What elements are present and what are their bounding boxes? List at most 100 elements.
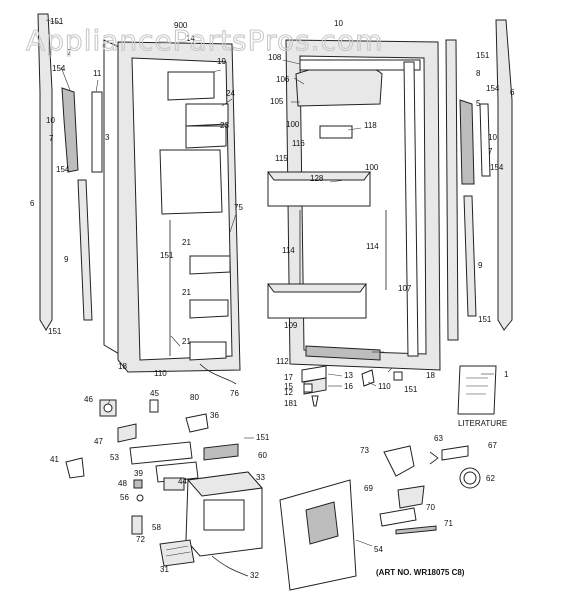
callout-6: 6 bbox=[510, 88, 515, 97]
callout-62: 62 bbox=[486, 474, 495, 483]
callout-8: 8 bbox=[476, 69, 481, 78]
callout-21: 21 bbox=[182, 238, 191, 247]
part-67-bracket bbox=[441, 445, 469, 461]
left-handle bbox=[61, 87, 79, 173]
callout-53: 53 bbox=[110, 453, 119, 462]
callout-151: 151 bbox=[256, 433, 270, 442]
callout-39: 39 bbox=[134, 469, 143, 478]
callout-10: 10 bbox=[334, 19, 343, 28]
callout-10: 10 bbox=[46, 116, 55, 125]
right-handle-2 bbox=[479, 103, 491, 177]
callout-112: 112 bbox=[276, 357, 289, 366]
callout-21: 21 bbox=[182, 337, 191, 346]
callout-48: 48 bbox=[118, 479, 127, 488]
callout-12: 12 bbox=[284, 388, 293, 397]
callout-47: 47 bbox=[94, 437, 103, 446]
callout-100: 100 bbox=[286, 120, 300, 129]
part-56-screw bbox=[136, 494, 144, 502]
callout-9: 9 bbox=[478, 261, 483, 270]
part-36-bracket bbox=[185, 413, 209, 433]
door-bin-upper-rim bbox=[267, 171, 371, 181]
freezer-rack-frame bbox=[159, 149, 223, 215]
callout-36: 36 bbox=[210, 411, 219, 420]
callout-154: 154 bbox=[52, 64, 66, 73]
right-trim-strip-inner bbox=[445, 39, 459, 341]
callout-33: 33 bbox=[256, 473, 265, 482]
callout-44: 44 bbox=[178, 477, 187, 486]
small-parts-group bbox=[65, 365, 403, 577]
art-number-caption: (ART NO. WR18075 C8) bbox=[376, 568, 465, 577]
callout-118: 118 bbox=[364, 121, 377, 130]
dairy-door bbox=[295, 64, 383, 107]
part-69-chute-door bbox=[397, 485, 425, 509]
part-151-clip bbox=[393, 371, 403, 381]
callout-116: 116 bbox=[292, 139, 305, 148]
right-outer-trim-strip bbox=[495, 19, 513, 331]
callout-151: 151 bbox=[50, 17, 64, 26]
fresh-bottom-trim bbox=[305, 345, 381, 361]
part-71-rod bbox=[395, 525, 437, 535]
callout-151: 151 bbox=[478, 315, 492, 324]
callout-32: 32 bbox=[250, 571, 259, 580]
freezer-shelf-top bbox=[167, 71, 215, 101]
callout-11: 11 bbox=[93, 69, 102, 78]
door-bin-lower-rim bbox=[267, 283, 367, 293]
freezer-bin-3 bbox=[189, 341, 227, 361]
callout-24: 24 bbox=[226, 89, 235, 98]
callout-900: 900 bbox=[174, 21, 188, 30]
callout-108: 108 bbox=[268, 53, 282, 62]
left-door-trim-group bbox=[37, 13, 103, 331]
left-handle-cap bbox=[91, 91, 103, 173]
callout-107: 107 bbox=[398, 284, 412, 293]
left-thin-strip bbox=[77, 179, 93, 321]
callout-67: 67 bbox=[488, 441, 497, 450]
leader-lines bbox=[45, 19, 494, 547]
literature-booklet bbox=[457, 365, 497, 415]
freezer-dispenser-tube bbox=[199, 363, 237, 385]
callout-13: 13 bbox=[344, 371, 353, 380]
part-39-panel bbox=[155, 461, 199, 483]
callout-10: 10 bbox=[488, 133, 497, 142]
callout-60: 60 bbox=[258, 451, 267, 460]
fresh-food-door-group bbox=[267, 39, 441, 371]
part-41-bracket bbox=[65, 457, 85, 479]
part-181-screw bbox=[311, 395, 319, 407]
right-handle bbox=[459, 99, 475, 185]
callout-73: 73 bbox=[360, 446, 369, 455]
part-63-spring bbox=[429, 451, 439, 465]
part-60-bar bbox=[203, 443, 239, 461]
callout-7: 7 bbox=[488, 147, 493, 156]
part-12-bracket bbox=[303, 383, 313, 393]
callout-151: 151 bbox=[160, 251, 174, 260]
callout-31: 31 bbox=[160, 565, 169, 574]
callout-110: 110 bbox=[378, 382, 391, 391]
callout-75: 75 bbox=[234, 203, 243, 212]
callout-151: 151 bbox=[48, 327, 62, 336]
part-110-roller bbox=[361, 369, 375, 387]
callout-45: 45 bbox=[150, 389, 159, 398]
part-53-plate bbox=[129, 441, 193, 465]
callout-109: 109 bbox=[284, 321, 298, 330]
literature-group: LITERATURE bbox=[457, 365, 507, 428]
part-32-tray bbox=[211, 555, 249, 577]
callout-114: 114 bbox=[366, 242, 379, 251]
callout-1: 1 bbox=[504, 370, 509, 379]
part-73-ice-chute bbox=[383, 445, 415, 477]
left-outer-trim-strip bbox=[37, 13, 53, 331]
callout-23: 23 bbox=[220, 121, 229, 130]
freezer-door-group bbox=[103, 39, 241, 385]
dispenser-cover-recess bbox=[305, 501, 339, 545]
callout-151: 151 bbox=[404, 385, 418, 394]
callout-15: 15 bbox=[284, 382, 293, 391]
freezer-bin-1 bbox=[189, 255, 231, 275]
callout-9: 9 bbox=[64, 255, 69, 264]
part-44-switch bbox=[163, 477, 185, 491]
freezer-shelf-2 bbox=[185, 103, 229, 127]
literature-label: LITERATURE bbox=[458, 419, 507, 428]
butter-cover bbox=[319, 125, 353, 139]
part-47-housing bbox=[117, 423, 137, 443]
callout-128: 128 bbox=[310, 174, 324, 183]
callout-154: 154 bbox=[490, 163, 504, 172]
callout-154: 154 bbox=[486, 84, 500, 93]
